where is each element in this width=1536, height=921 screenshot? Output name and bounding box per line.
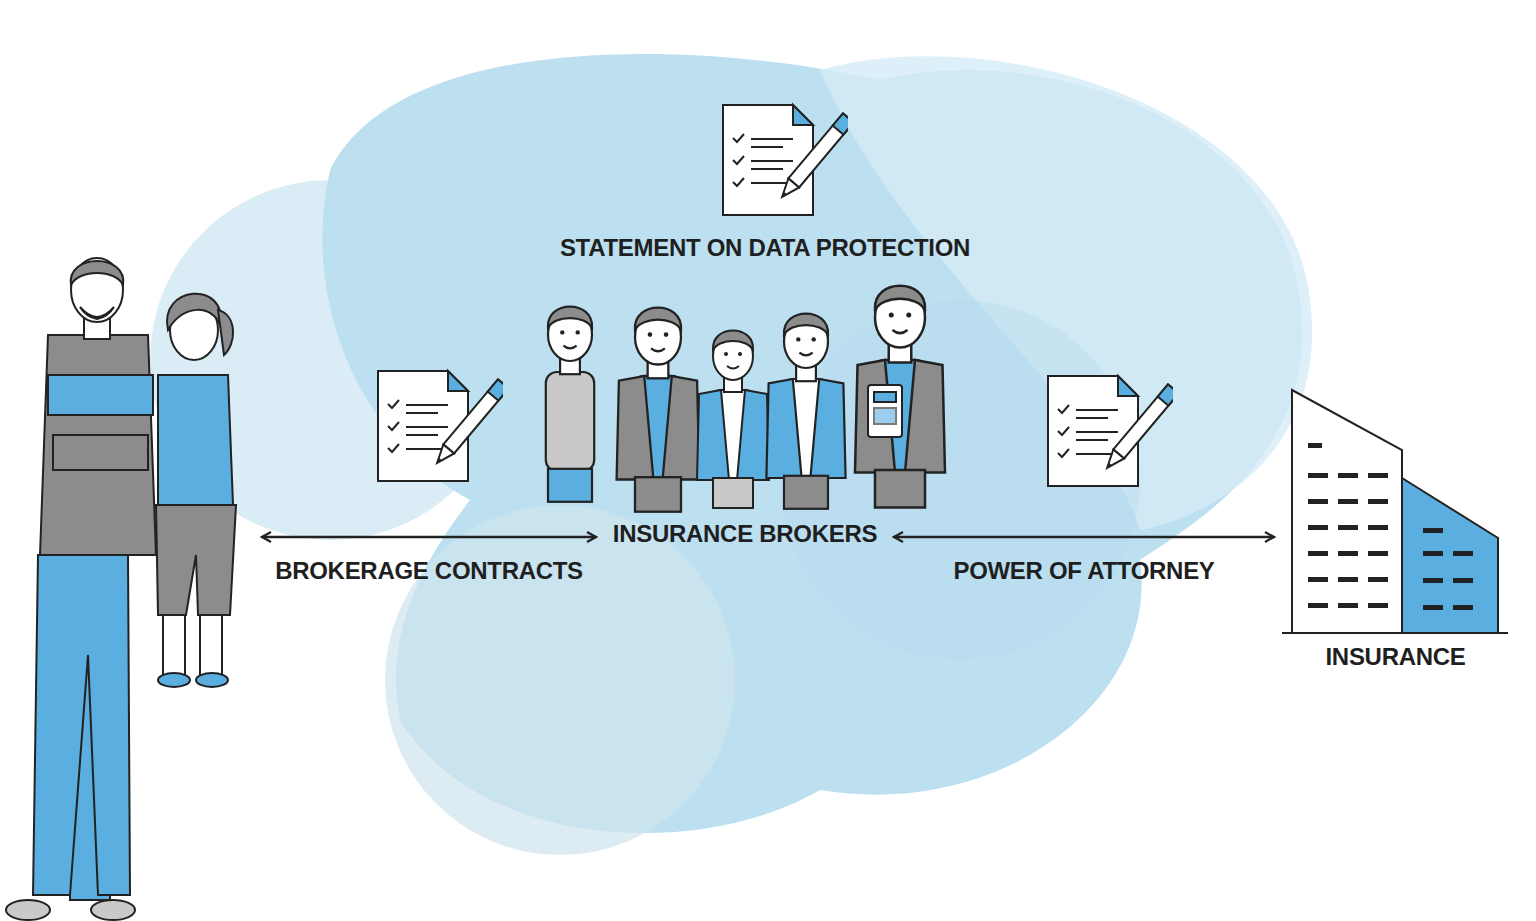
node-label: INSURANCE BROKERS — [613, 520, 877, 548]
insurance-building: INSURANCE — [1278, 388, 1513, 678]
edge-label: BROKERAGE CONTRACTS — [275, 557, 583, 585]
people-group: INSURANCE BROKERS — [600, 280, 890, 555]
people-group — [8, 255, 258, 683]
people-illustration — [538, 280, 958, 510]
node-label: INSURANCE — [1326, 643, 1466, 671]
double-arrow — [894, 536, 1274, 539]
people-illustration — [8, 255, 258, 683]
heading-label: STATEMENT ON DATA PROTECTION — [560, 234, 970, 262]
double-arrow — [262, 536, 596, 539]
edge-label: POWER OF ATTORNEY — [953, 557, 1214, 585]
building-illustration — [1278, 388, 1513, 638]
